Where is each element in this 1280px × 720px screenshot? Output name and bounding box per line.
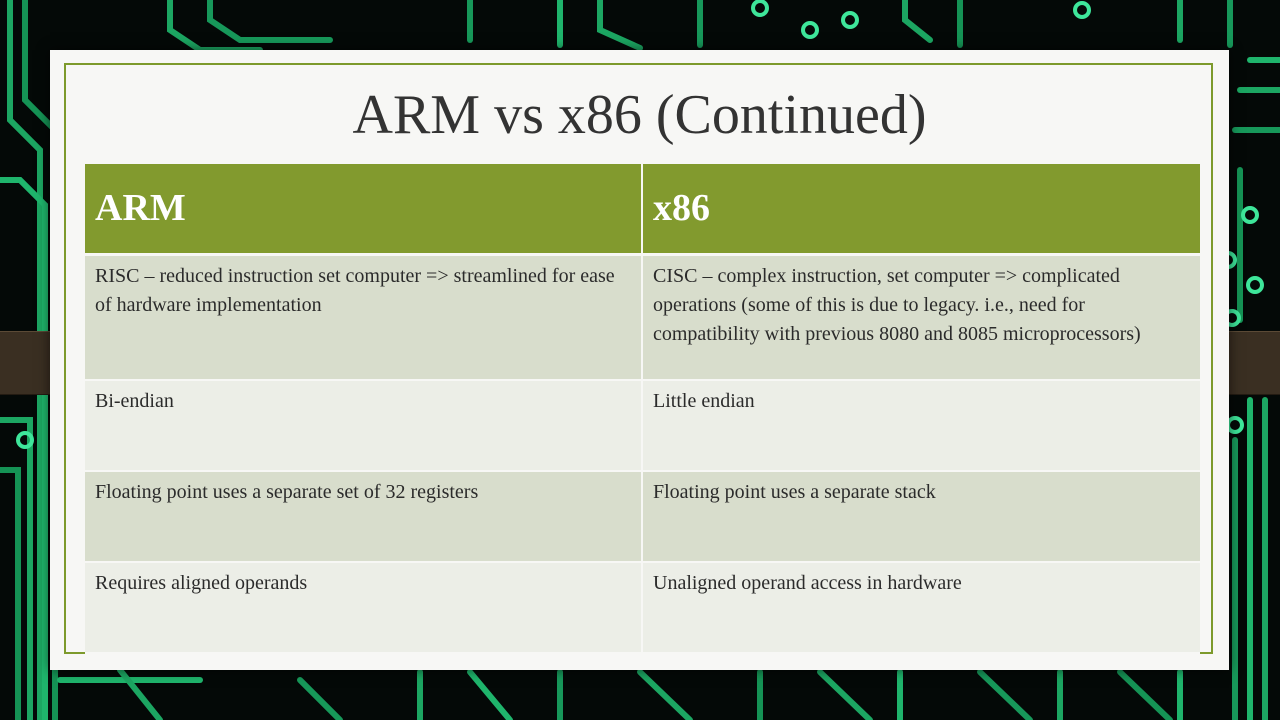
content-panel: ARM vs x86 (Continued) ARM x86 RISC – re… — [50, 50, 1229, 670]
header-arm: ARM — [85, 164, 643, 256]
slide-title: ARM vs x86 (Continued) — [352, 84, 927, 146]
cell-arm: Floating point uses a separate set of 32… — [85, 471, 643, 563]
table-header-row: ARM x86 — [85, 164, 1200, 256]
cell-x86: Unaligned operand access in hardware — [642, 562, 1200, 654]
table-row: Bi-endian Little endian — [85, 380, 1200, 472]
cell-x86: Floating point uses a separate stack — [642, 471, 1200, 563]
cell-x86: CISC – complex instruction, set computer… — [642, 254, 1200, 381]
cell-arm: Bi-endian — [85, 380, 643, 472]
table-row: Requires aligned operands Unaligned oper… — [85, 562, 1200, 654]
cell-x86: Little endian — [642, 380, 1200, 472]
comparison-table: ARM x86 RISC – reduced instruction set c… — [85, 164, 1200, 654]
panel-border-frame — [64, 63, 1213, 654]
cell-arm: Requires aligned operands — [85, 562, 643, 654]
header-x86: x86 — [642, 164, 1200, 256]
cell-arm: RISC – reduced instruction set computer … — [85, 254, 643, 381]
table-row: RISC – reduced instruction set computer … — [85, 254, 1200, 381]
table-row: Floating point uses a separate set of 32… — [85, 471, 1200, 563]
